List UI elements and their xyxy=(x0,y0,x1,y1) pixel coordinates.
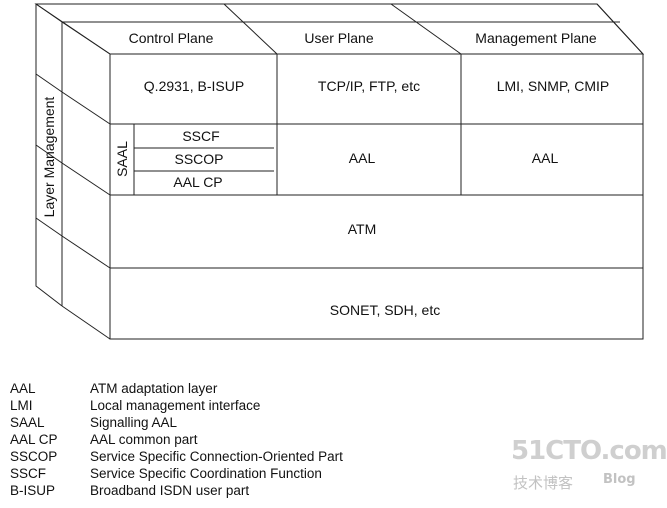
management-aal-cell: AAL xyxy=(532,150,559,166)
control-upper-cell: Q.2931, B-ISUP xyxy=(144,78,244,94)
site-watermark: 51CTO.com 技术博客 Blog xyxy=(511,436,667,496)
legend-row: SSCOP Service Specific Connection-Orient… xyxy=(10,448,343,465)
front-face xyxy=(109,53,644,340)
atm-protocol-model-diagram: Control Plane User Plane Management Plan… xyxy=(34,3,645,340)
legend-row: LMI Local management interface xyxy=(10,397,343,414)
legend-abbr: B-ISUP xyxy=(10,483,56,498)
control-plane-label: Control Plane xyxy=(129,30,214,46)
user-aal-cell: AAL xyxy=(349,150,376,166)
legend-abbr: AAL xyxy=(10,381,36,396)
legend-abbr: SAAL xyxy=(10,415,45,430)
legend-abbr: SSCOP xyxy=(10,449,58,464)
watermark-sub: 技术博客 xyxy=(513,475,574,492)
legend-desc: ATM adaptation layer xyxy=(90,381,218,396)
legend-row: SSCF Service Specific Coordination Funct… xyxy=(10,465,343,482)
legend-row: B-ISUP Broadband ISDN user part xyxy=(10,482,343,499)
legend-desc: Local management interface xyxy=(90,398,261,413)
user-plane-label: User Plane xyxy=(304,30,373,46)
saal-sublayer-sscop: SSCOP xyxy=(174,151,223,167)
watermark-main: 51CTO.com xyxy=(511,436,667,466)
physical-layer-label: SONET, SDH, etc xyxy=(330,302,440,318)
user-upper-cell: TCP/IP, FTP, etc xyxy=(318,78,420,94)
legend-abbr: SSCF xyxy=(10,466,47,481)
plane-header-top-face xyxy=(34,3,645,55)
legend-desc: Broadband ISDN user part xyxy=(90,483,250,498)
saal-label: SAAL xyxy=(114,141,130,177)
saal-sublayer-sscf: SSCF xyxy=(182,128,219,144)
legend-desc: Service Specific Coordination Function xyxy=(90,466,322,481)
legend-desc: Service Specific Connection-Oriented Par… xyxy=(90,449,343,464)
atm-layer-label: ATM xyxy=(348,221,377,237)
management-plane-label: Management Plane xyxy=(475,30,597,46)
watermark-blog: Blog xyxy=(603,472,636,487)
legend-abbr: AAL CP xyxy=(10,432,58,447)
legend-row: SAAL Signalling AAL xyxy=(10,414,343,431)
legend-desc: Signalling AAL xyxy=(90,415,178,430)
legend-row: AAL CP AAL common part xyxy=(10,431,343,448)
legend-row: AAL ATM adaptation layer xyxy=(10,380,343,397)
layer-management-panel xyxy=(35,3,111,340)
management-upper-cell: LMI, SNMP, CMIP xyxy=(497,78,610,94)
layer-management-label: Layer Management xyxy=(41,97,57,218)
abbreviation-legend: AAL ATM adaptation layer LMI Local manag… xyxy=(10,380,343,499)
legend-abbr: LMI xyxy=(10,398,33,413)
saal-sublayer-aalcp: AAL CP xyxy=(173,174,222,190)
legend-desc: AAL common part xyxy=(90,432,198,447)
